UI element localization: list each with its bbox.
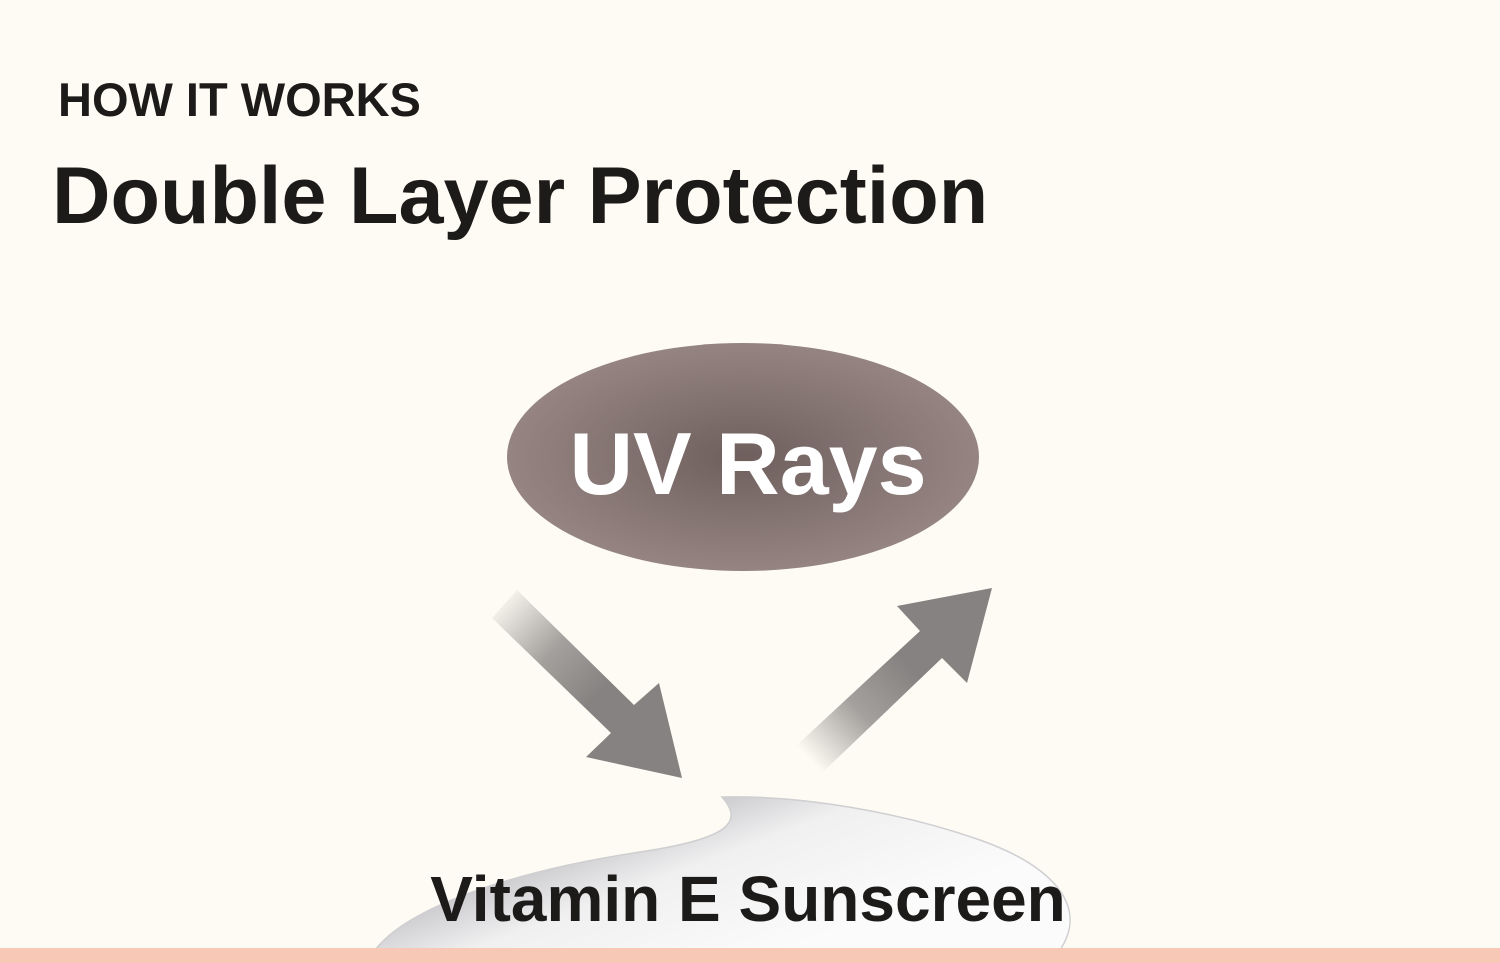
sunscreen-layer: Vitamin E Sunscreen: [373, 796, 1071, 951]
reflected-arrow-shape: [797, 588, 992, 772]
reflected-arrow: [797, 588, 992, 772]
sunscreen-layer-shape: [373, 796, 1071, 951]
uv-rays-label: UV Rays: [569, 414, 926, 513]
uv-rays-node: UV Rays: [507, 343, 979, 571]
incoming-arrow: [492, 590, 682, 778]
section-eyebrow: HOW IT WORKS: [58, 73, 421, 126]
sunscreen-layer-label: Vitamin E Sunscreen: [430, 863, 1066, 935]
uv-rays-ellipse: [507, 343, 979, 571]
incoming-arrow-shape: [492, 590, 682, 778]
section-title: Double Layer Protection: [52, 151, 989, 241]
bottom-accent-strip: [0, 948, 1500, 963]
